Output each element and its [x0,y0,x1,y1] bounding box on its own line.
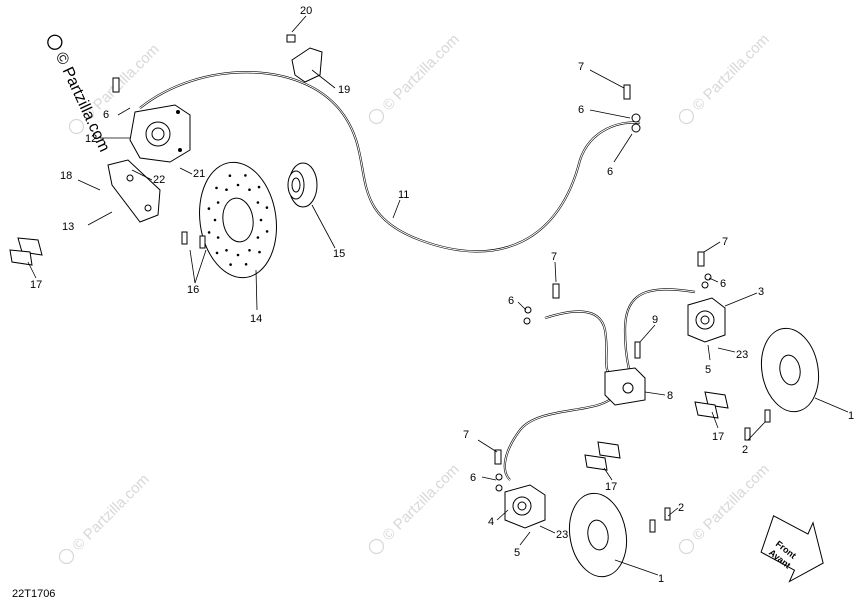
vent-hole [244,174,247,177]
callout: 21 [193,168,205,180]
bolts [112,77,771,533]
callout: 23 [556,529,568,541]
vent-hole [256,201,260,204]
callout: 20 [300,5,312,17]
callout: 14 [250,313,262,325]
watermark: © Partzilla.com [379,461,462,544]
disc-holes [207,174,269,266]
vent-hole [207,231,211,234]
vent-hole [236,253,240,257]
watermark: © Partzilla.com [69,471,152,554]
vent-hole [225,188,228,191]
callout: 7 [463,429,469,441]
vent-hole [215,186,218,190]
vent-hole [215,251,219,255]
vent-hole [256,236,260,239]
vent-hole [265,206,269,209]
brake-pads-17-left [9,237,43,266]
front-direction-sign: Front Avant [760,515,824,583]
vent-hole [229,263,232,266]
callout: 23 [736,349,748,361]
watermark: © Partzilla.com [379,31,462,114]
callout: 12 [85,133,97,145]
vent-hole [207,207,211,210]
callout: 4 [488,516,494,528]
vent-hole [248,249,251,252]
callout: 22 [153,174,165,186]
callout: 6 [508,295,514,307]
callout: 13 [62,221,74,233]
watermark: © Partzilla.com [689,461,772,544]
junction-block-8 [604,367,646,406]
callout: 1 [658,573,664,585]
callout: 8 [667,390,673,402]
caliper-3 [687,297,726,343]
callout: 3 [758,286,764,298]
brake-disc-1-upper [760,327,820,413]
brake-disc-1-lower [568,492,628,578]
clamp-19 [286,34,323,83]
vent-hole [248,188,251,191]
hub-15 [287,162,318,208]
vent-hole [225,249,228,252]
vent-hole [236,183,240,187]
rear-hoses [503,288,696,481]
callout: 17 [30,279,42,291]
callout: 17 [605,481,617,493]
brake-disc-14 [199,161,277,279]
callout: 17 [712,431,724,443]
callout: 6 [103,109,109,121]
callout: 6 [720,278,726,290]
callout: 15 [333,248,345,260]
callout: 18 [60,170,72,182]
callout-labels: 20 19 6 12 18 22 21 13 17 16 14 15 11 7 … [30,5,854,585]
callout: 2 [742,444,748,456]
callout: 5 [514,547,520,559]
vent-hole [213,218,217,222]
callout: 2 [678,502,684,514]
callout: 7 [722,236,728,248]
callout: 6 [607,166,613,178]
drawing-code: 22T1706 [12,588,55,600]
bracket-13 [107,159,161,223]
callout: 6 [578,104,584,116]
brake-pads-17-right [584,391,729,471]
vent-hole [216,236,220,239]
callout: 6 [470,472,476,484]
caliper-4 [504,484,546,529]
watermark: © Partzilla.com [689,31,772,114]
vent-hole [265,230,269,233]
vent-hole [257,185,261,189]
callout: 16 [187,284,199,296]
leader-lines [27,15,849,576]
caliper-12 [129,104,191,163]
callout: 11 [398,189,409,201]
callout: 9 [652,314,658,326]
vent-hole [228,174,232,177]
vent-hole [216,201,220,204]
callout: 7 [578,61,584,73]
callout: 5 [705,364,711,376]
vent-hole [259,218,263,222]
callout: 1 [848,410,854,422]
vent-hole [244,263,248,266]
callout: 19 [338,84,350,96]
vent-hole [258,250,261,254]
callout: 7 [551,251,557,263]
brake-hose-11 [139,71,641,253]
